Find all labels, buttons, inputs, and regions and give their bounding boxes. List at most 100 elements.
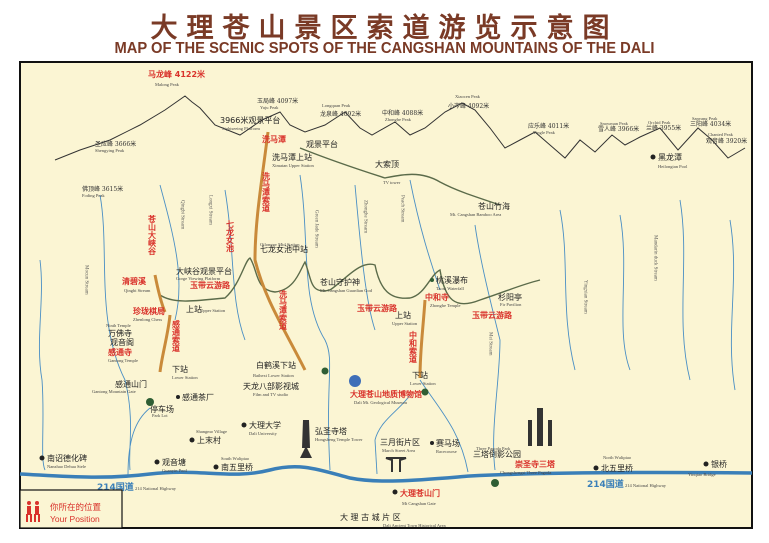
hongsheng-tower[interactable]: 弘圣寺塔 [315, 426, 347, 436]
peak-malong: 马龙峰 4122米 [148, 69, 206, 79]
peak-yuju-en: Yuju Peak [260, 105, 279, 110]
zhenlong-chess-en: Zhenlong Chess [133, 317, 162, 322]
santa-park[interactable]: 三塔倒影公园 [473, 449, 521, 459]
peak-yingle-en: Yingle Peak [533, 130, 556, 135]
yudai-road-label-3[interactable]: 玉带云游路 [472, 310, 513, 320]
cangshan-gate-marker [392, 489, 398, 495]
south-wuli[interactable]: 南五里桥 [221, 462, 253, 472]
sanyuejie[interactable]: 三月街片区 [380, 437, 420, 447]
south-wuli-en: South Wulipiao [221, 456, 250, 461]
ximatan-upper-station[interactable]: 洗马潭上站 [272, 152, 312, 162]
yudai-road-label-2[interactable]: 玉带云游路 [357, 303, 398, 313]
guanyin-pool[interactable]: 观音塘 [162, 457, 186, 467]
streams [38, 174, 736, 476]
zhonghe-upper-station[interactable]: 上站 [395, 310, 411, 320]
three-pagoda[interactable]: 崇圣寺三塔 [515, 459, 556, 469]
cableways[interactable] [153, 131, 427, 379]
ancient-town-en: Dali Ancient Town Historical Area [383, 523, 446, 528]
bamboo-area[interactable]: 苍山竹海 [478, 201, 510, 211]
cangshan-guardian[interactable]: 苍山守护神 [320, 277, 360, 287]
cangshan-gate[interactable]: 大理苍山门 [400, 488, 440, 498]
yinqiao-marker [703, 461, 709, 467]
shangmo-marker [189, 437, 195, 443]
highway-214[interactable] [19, 464, 753, 483]
cangshan-gate-en: Mt Cangshan Gate [402, 501, 436, 506]
gantong-gate[interactable]: 感通山门 [115, 379, 147, 389]
stream-mocun: Mocun Stream [84, 265, 89, 295]
peak-longquan: 龙泉峰 4092米 [320, 110, 361, 118]
highway-label-east: 214国道 [587, 478, 624, 490]
park-lot-en: Park Lot [152, 413, 168, 418]
qilongnv-mid-station[interactable]: 七龙女池中站 [260, 244, 308, 254]
dali-university[interactable]: 大理大学 [249, 420, 281, 430]
baihexi-marker [321, 367, 329, 375]
film-studio-en: Film and TV studio [253, 392, 289, 397]
fir-pavilion[interactable]: 杉阳亭 [498, 292, 522, 302]
zhonghe-lower-station[interactable]: 下站 [412, 370, 428, 380]
gantong-temple[interactable]: 感通寺 [108, 347, 132, 357]
stream-mandarin-duck: Mandarin duck Stream [653, 235, 658, 281]
racecourse[interactable]: 赛马场 [436, 438, 460, 448]
stream-zhonghe: Zhonghe Stream [363, 200, 368, 233]
wanfo-temple[interactable]: 万佛寺 [108, 328, 132, 338]
dasuoding[interactable]: 大索顶 [375, 159, 399, 169]
peak-snowman-en: Snowman Peak [600, 121, 629, 126]
stream-longxi: Longxi Stream [208, 195, 213, 225]
stream-qingbi: Qingbi Stream [180, 200, 185, 229]
cangshan-gorge-label[interactable]: 苍山大峡谷 [147, 214, 157, 256]
gantong-lower-station[interactable]: 下站 [172, 364, 188, 374]
viewing-platform[interactable]: 观景平台 [306, 139, 338, 149]
qilongnv-pool-label[interactable]: 七龙女池 [226, 219, 235, 253]
peak-sanyang-en: Sanyang Peak [692, 116, 718, 121]
peak-labels: 马龙峰 4122米 Malong Peak 玉局峰 4097米 Yuju Pea… [82, 69, 747, 198]
ximatan[interactable]: 洗马潭 [262, 134, 286, 144]
gantong-upper-station[interactable]: 上站 [186, 304, 202, 314]
ximatan-upper-station-en: Ximatan Upper Station [272, 163, 314, 168]
guanyinge[interactable]: 观音阁 [110, 337, 134, 347]
heilongtan[interactable]: 黑龙潭 [658, 152, 682, 162]
gantong-tea-factory[interactable]: 感通茶厂 [182, 392, 214, 402]
platform-3966[interactable]: 3966米观景平台 [220, 115, 280, 125]
zhenlong-chess[interactable]: 珍珑棋局 [133, 306, 165, 316]
baihexi-lower-station[interactable]: 白鹤溪下站 [256, 360, 296, 370]
gorge-platform-en: Gorge Viewing Platform [176, 276, 221, 281]
peak-yuju: 玉局峰 4097米 [257, 97, 298, 105]
peak-shengying: 圣应峰 3666米 [95, 140, 136, 148]
walking-people-icon [26, 501, 40, 522]
north-wuli[interactable]: 北五里桥 [601, 463, 633, 473]
north-wuli-marker [593, 465, 599, 471]
trails[interactable] [159, 147, 541, 305]
zhonghe-lower-marker [421, 388, 429, 396]
yinqiao-en: Yinqiao Bridge [688, 472, 716, 477]
cableway-ximatan-lower-label[interactable]: 洗马潭索道 [279, 289, 288, 331]
highway-label-east-en: 214 National Highway [625, 483, 667, 488]
place-labels: 3966米观景平台 Sightseeing Platform 洗马潭 观景平台 … [39, 115, 727, 528]
cableway-zhonghe-label[interactable]: 中和索道 [409, 330, 418, 364]
peak-yingle: 应乐峰 4011米 [528, 122, 569, 130]
racecourse-en: Racecourse [436, 449, 457, 454]
platform-3966-en: Sightseeing Platform [222, 126, 260, 131]
yinqiao[interactable]: 银桥 [711, 459, 727, 469]
nanzhao-stele[interactable]: 南诏德化碑 [47, 453, 87, 463]
qilongnv-mid-station-en: Qilongnv Mid Station [260, 242, 300, 247]
shangmo-village[interactable]: 上末村 [197, 435, 221, 445]
bamboo-area-en: Mt. Cangshan Bamboo Area [450, 212, 501, 217]
taoxi-waterfall[interactable]: 桃溪瀑布 [436, 275, 468, 285]
cableway-gantong-label[interactable]: 感通索道 [172, 319, 181, 353]
santa-park-en: Three Pagoda Park [476, 446, 511, 451]
santa-park-marker [491, 479, 499, 487]
peak-malong-en: Malong Peak [155, 82, 180, 87]
film-studio[interactable]: 天龙八部影视城 [243, 381, 299, 391]
gantong-upper-station-en: Upper Station [200, 308, 226, 313]
zhonghe-temple[interactable]: 中和寺 [425, 292, 449, 302]
peak-longquan-en: Longquan Peak [322, 103, 351, 108]
park-lot[interactable]: 停车场 [150, 404, 174, 414]
yudai-road-label-1[interactable]: 玉带云游路 [190, 280, 231, 290]
qingbixi[interactable]: 清碧溪 [122, 276, 147, 286]
heilongtan-en: Heilongtan Pool [658, 164, 688, 169]
geo-museum[interactable]: 大理苍山地质博物馆 [350, 389, 422, 399]
gorge-platform[interactable]: 大峡谷观景平台 [176, 266, 232, 276]
cableway-ximatan-upper-label[interactable]: 洗马潭索道 [262, 171, 271, 213]
shangmo-village-en: Shangmo Village [196, 429, 227, 434]
